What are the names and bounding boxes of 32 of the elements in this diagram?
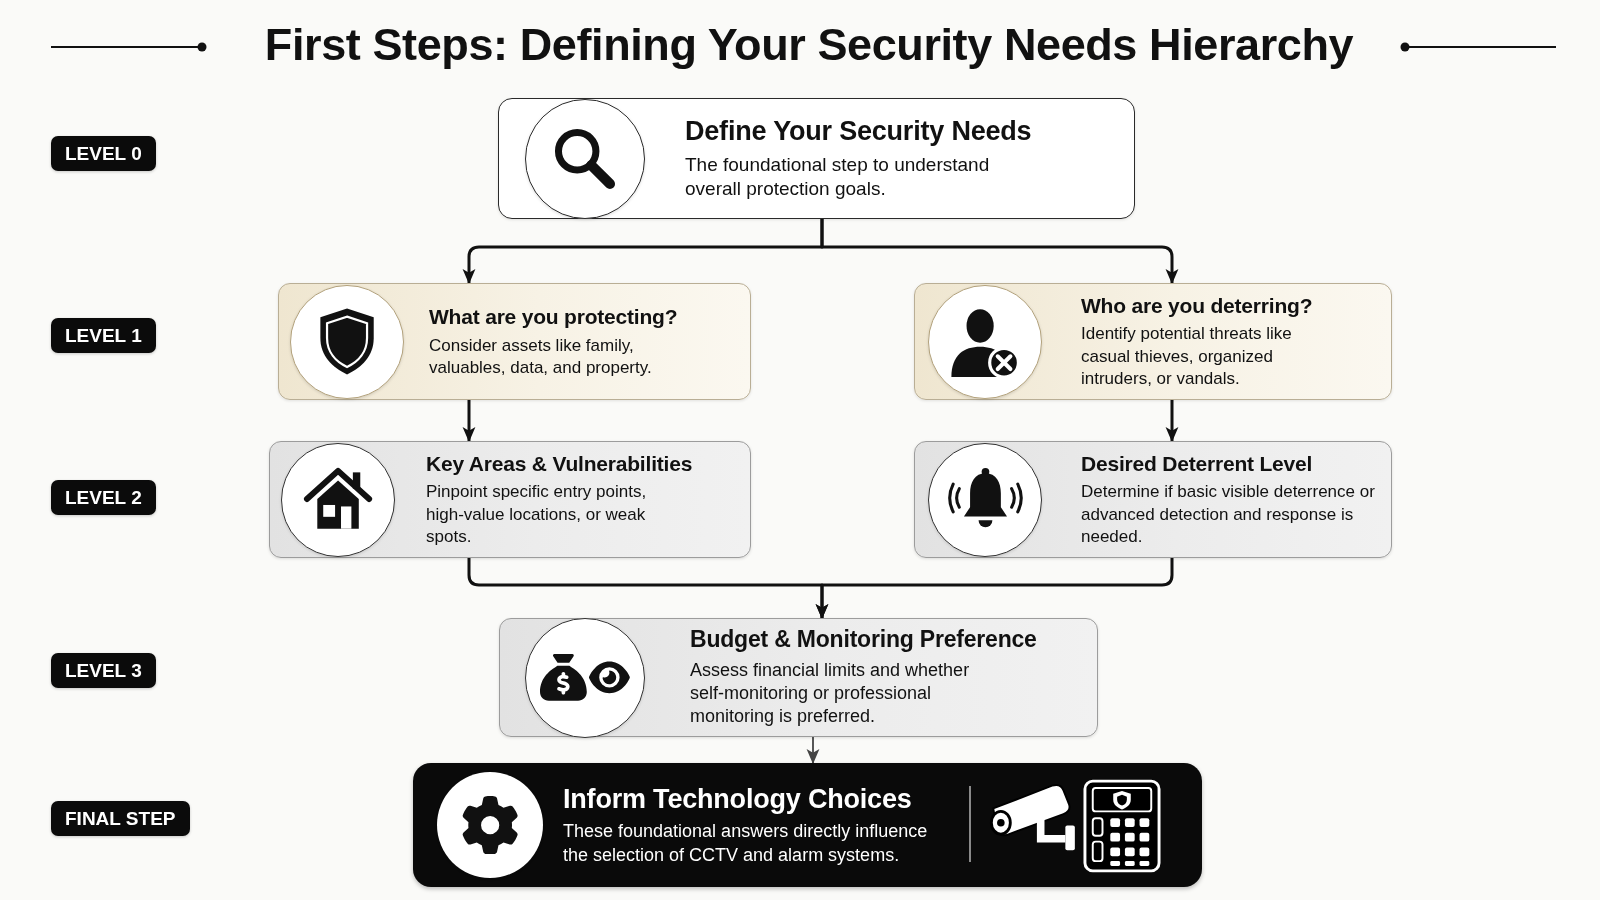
final-step-card [413,763,1202,887]
level-tag: LEVEL 1 [51,318,156,353]
card-description: The foundational step to understand overall protection goals. [685,152,991,202]
card-heading: Budget & Monitoring Preference [690,626,1037,654]
connector-arrow [462,400,476,443]
card-description: Consider assets like family, valuables, data, and property. [429,334,653,379]
connector-arrow [1165,400,1179,443]
connector-arrow [815,558,1174,620]
card-description: Determine if basic visible deterrence or advanced detection and response is needed. [1081,481,1376,548]
card-heading: Inform Technology Choices [563,782,912,816]
level-tag: FINAL STEP [51,801,190,836]
level-tag: LEVEL 2 [51,480,156,515]
step-card [914,441,1392,558]
card-description: Assess financial limits and whether self-monitoring or professional monitoring is preferred. [690,658,971,729]
card-description: Pinpoint specific entry points, high-value locations, or weak spots. [426,481,648,548]
card-heading: Key Areas & Vulnerabilities [426,451,693,477]
level-tag: LEVEL 3 [51,653,156,688]
step-card [498,98,1135,219]
card-description: Identify potential threats like casual thieves, organized intruders, or vandals. [1081,323,1293,390]
level-tag: LEVEL 0 [51,136,156,171]
connector-arrow [820,219,1179,285]
card-heading: What are you protecting? [429,304,678,330]
page-title: First Steps: Defining Your Security Needs Hierarchy [264,18,1354,72]
step-card [914,283,1392,400]
card-description: These foundational answers directly influence the selection of CCTV and alarm systems. [563,820,929,867]
step-card [278,283,751,400]
card-heading: Who are you deterring? [1081,293,1313,319]
card-heading: Define Your Security Needs [685,115,1032,148]
card-heading: Desired Deterrent Level [1081,451,1313,477]
step-card [499,618,1098,737]
step-card [269,441,751,558]
connector-arrow [806,736,820,765]
